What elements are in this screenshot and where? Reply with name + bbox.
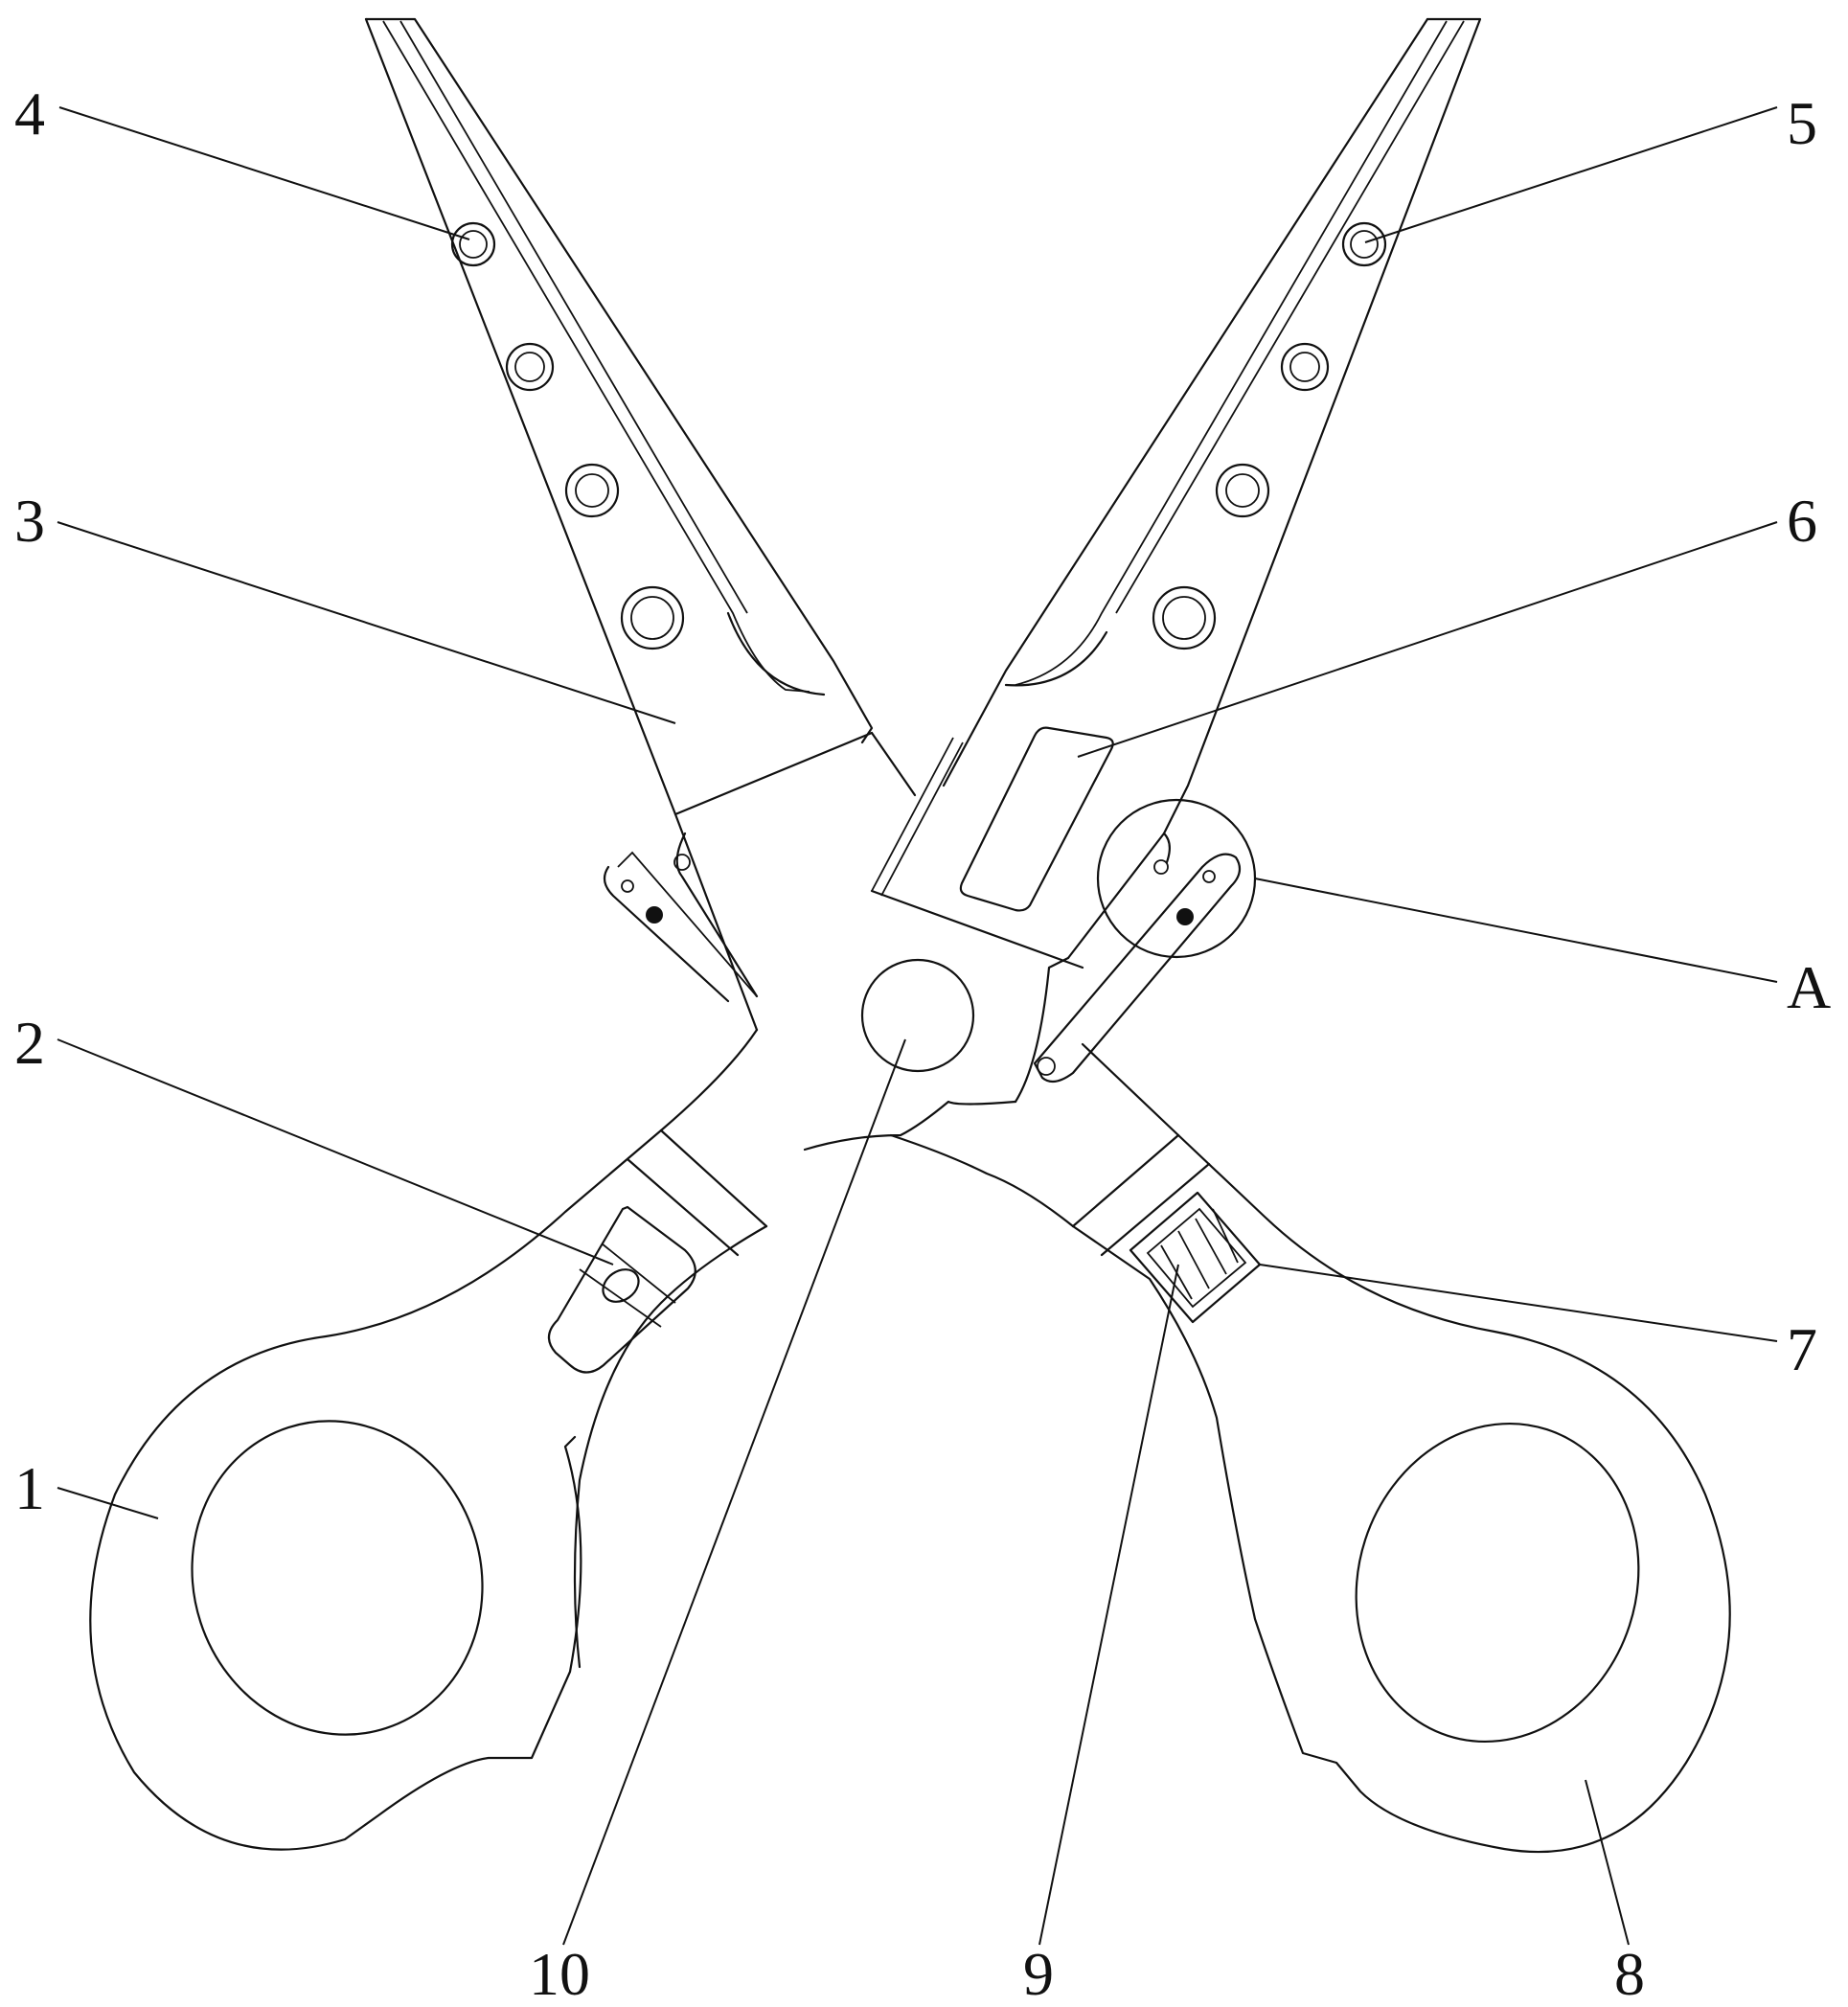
left-handle [89,1028,768,1851]
leader-6 [1077,521,1778,758]
label-A: A [1787,953,1831,1021]
button-icon [547,1205,696,1374]
screw-icon [564,463,620,518]
right-blade-screws [1152,221,1387,650]
grip-pad-icon [1129,1191,1262,1324]
label-9: 9 [1023,1940,1054,2007]
screw-icon [1280,342,1330,392]
leader-1 [57,1487,159,1519]
right-handle [803,956,1731,1854]
pivot-area [603,798,1257,1083]
leader-A [1254,878,1778,983]
screw-icon [1152,585,1217,650]
label-6: 6 [1787,487,1817,555]
leader-lines [57,106,1778,1946]
label-7: 7 [1787,1315,1817,1383]
screw-icon [1215,463,1270,518]
leader-9 [1038,1264,1179,1946]
leader-3 [57,521,676,724]
label-1: 1 [14,1454,45,1522]
label-4: 4 [14,80,45,148]
label-8: 8 [1614,1940,1645,2007]
left-blade [364,17,917,1032]
leader-2 [57,1038,614,1266]
screw-icon [505,342,555,392]
leader-7 [1259,1264,1778,1342]
leader-10 [562,1038,906,1946]
label-2: 2 [14,1009,45,1077]
leader-8 [1585,1779,1630,1946]
left-blade-screws [450,221,685,650]
leader-4 [58,106,470,240]
label-5: 5 [1787,89,1817,157]
label-10: 10 [529,1940,590,2007]
screw-icon [1341,221,1387,267]
part-labels: 1 2 3 4 5 6 7 8 9 10 A [14,80,1831,2007]
leader-5 [1364,106,1778,243]
screw-icon [450,221,496,267]
screw-icon [620,585,685,650]
right-blade [870,17,1482,969]
label-3: 3 [14,487,45,555]
